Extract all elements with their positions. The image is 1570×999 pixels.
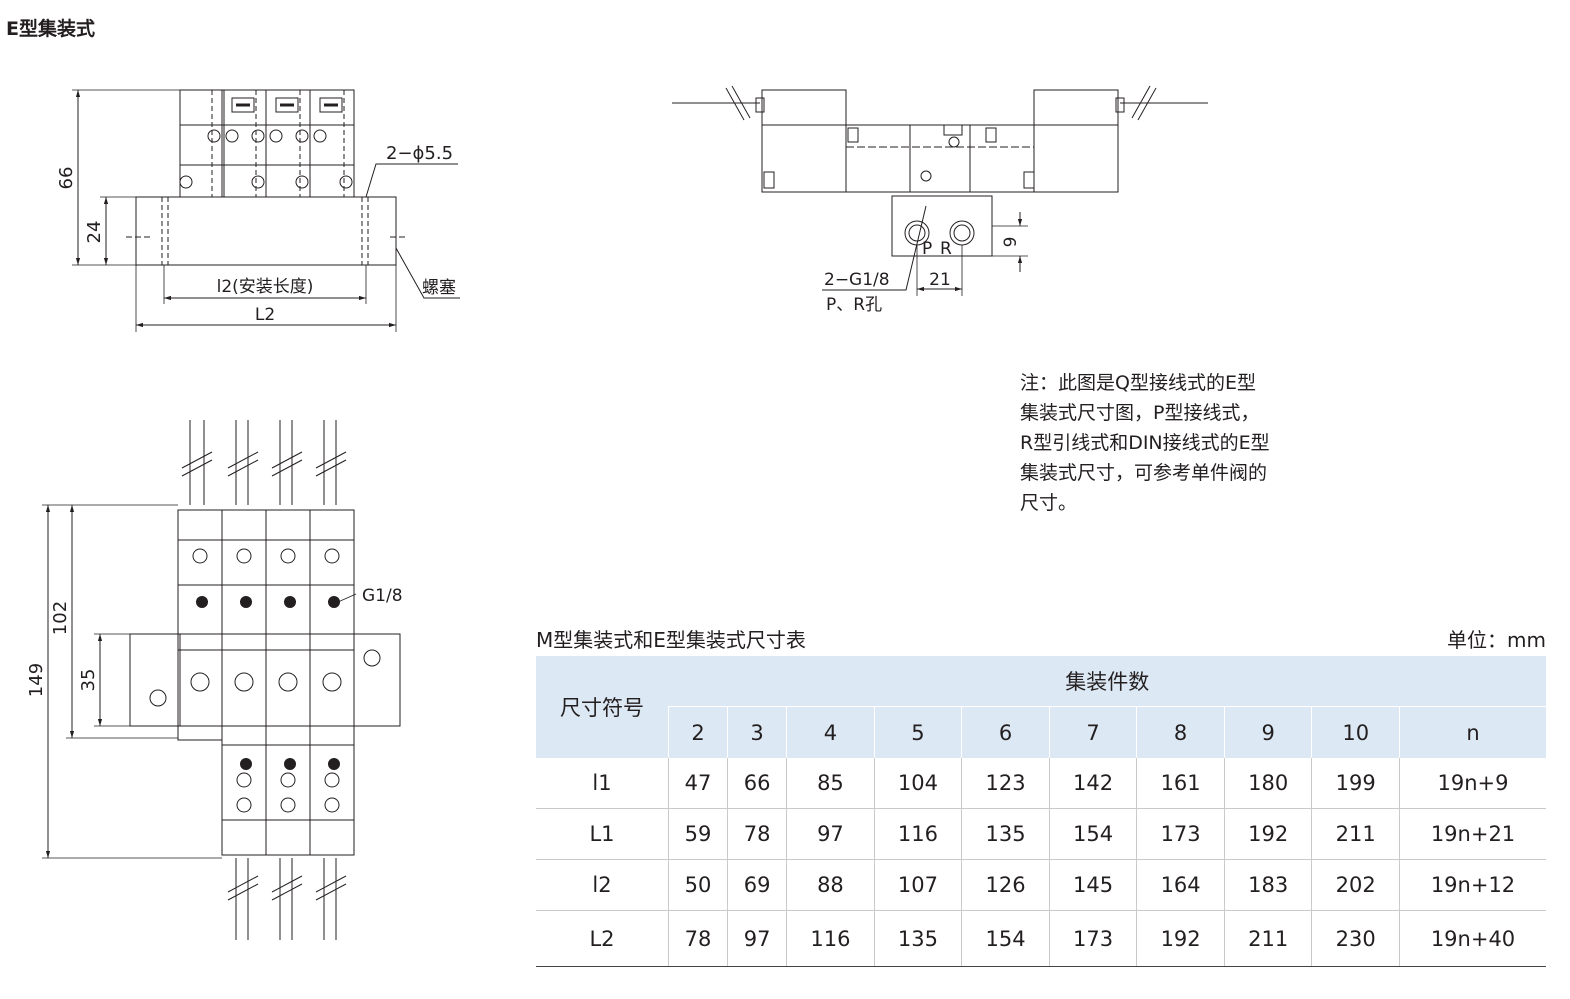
table-cell: 126 — [961, 859, 1050, 911]
symbol-header: 尺寸符号 — [536, 656, 669, 758]
dim-height-total: 66 — [56, 167, 77, 190]
table-cell: 135 — [873, 910, 962, 967]
table-row: L1 59 78 97 116 135 154 173 192 211 19n+… — [536, 808, 1546, 860]
column-header: 4 — [786, 706, 875, 758]
column-header: 9 — [1223, 706, 1312, 758]
table-cell: 142 — [1048, 758, 1137, 809]
column-header: 8 — [1136, 706, 1225, 758]
note-line: 注：此图是Q型接线式的E型 — [1020, 372, 1256, 394]
table-cell: 78 — [667, 910, 728, 967]
table-cell: 135 — [961, 808, 1050, 860]
dim-port-offset: 9 — [1001, 237, 1021, 248]
table-cell: 192 — [1136, 910, 1225, 967]
dim-hole-label: 2−ϕ5.5 — [386, 143, 453, 164]
table-cell: 154 — [1048, 808, 1137, 860]
dim-port-desc: P、R孔 — [826, 295, 882, 315]
table-cell: 50 — [667, 859, 728, 911]
table-cell: 47 — [667, 758, 728, 809]
table-cell: 123 — [961, 758, 1050, 809]
note-line: 尺寸。 — [1020, 492, 1078, 514]
table-cell: 173 — [1136, 808, 1225, 860]
table-cell: 199 — [1311, 758, 1400, 809]
table-cell: 211 — [1311, 808, 1400, 860]
dim-port-size: 2−G1/8 — [824, 270, 890, 290]
row-symbol: L2 — [536, 910, 669, 967]
row-symbol: L1 — [536, 808, 669, 860]
dimension-table: 尺寸符号 集装件数 2 3 4 5 6 7 8 9 10 n l1 47 66 … — [536, 656, 1546, 967]
dim-port-spacing: 21 — [929, 270, 951, 290]
table-unit: 单位：mm — [1447, 628, 1546, 652]
row-symbol: l2 — [536, 859, 669, 911]
front-view-drawing — [72, 89, 460, 332]
label-port-r: R — [940, 239, 952, 259]
table-cell: 161 — [1136, 758, 1225, 809]
dim-height-base: 24 — [84, 221, 105, 244]
table-cell: 104 — [873, 758, 962, 809]
column-header: n — [1399, 706, 1546, 758]
table-cell: 107 — [873, 859, 962, 911]
row-symbol: l1 — [536, 758, 669, 809]
table-cell: 230 — [1311, 910, 1400, 967]
table-cell: 78 — [727, 808, 787, 860]
dim-base-width: 35 — [78, 669, 99, 692]
column-header: 7 — [1048, 706, 1137, 758]
table-cell: 66 — [727, 758, 787, 809]
table-cell: 183 — [1223, 859, 1312, 911]
note-line: 集装式尺寸图，P型接线式， — [1020, 402, 1260, 424]
table-cell: 97 — [786, 808, 875, 860]
page-title: E型集装式 — [6, 18, 95, 40]
table-cell: 192 — [1223, 808, 1312, 860]
table-cell: 211 — [1223, 910, 1312, 967]
dim-install-length: l2(安装长度) — [217, 277, 314, 297]
table-cell: 97 — [727, 910, 787, 967]
column-header: 10 — [1311, 706, 1400, 758]
dim-body-length: 102 — [50, 601, 71, 635]
top-view-drawing — [42, 420, 401, 940]
table-cell: 202 — [1311, 859, 1400, 911]
table-cell: 145 — [1048, 859, 1137, 911]
count-group-header: 集装件数 — [668, 656, 1546, 707]
table-cell: 173 — [1048, 910, 1137, 967]
side-view-drawing — [672, 85, 1208, 296]
label-port-thread: G1/8 — [362, 586, 403, 606]
top-view-port-markers — [196, 596, 340, 770]
column-header: 3 — [727, 706, 787, 758]
label-port-p: P — [922, 239, 932, 259]
table-cell: 180 — [1223, 758, 1312, 809]
table-row: l1 47 66 85 104 123 142 161 180 199 19n+… — [536, 758, 1546, 809]
table-cell: 85 — [786, 758, 875, 809]
table-cell: 88 — [786, 859, 875, 911]
table-title: M型集装式和E型集装式尺寸表 — [536, 628, 806, 652]
note-line: R型引线式和DIN接线式的E型 — [1020, 432, 1270, 454]
table-cell: 69 — [727, 859, 787, 911]
table-row: l2 50 69 88 107 126 145 164 183 202 19n+… — [536, 859, 1546, 911]
drawing-note: 注：此图是Q型接线式的E型 集装式尺寸图，P型接线式， R型引线式和DIN接线式… — [1020, 368, 1320, 518]
column-header: 6 — [961, 706, 1050, 758]
column-header: 5 — [873, 706, 962, 758]
table-row: L2 78 97 116 135 154 173 192 211 230 19n… — [536, 910, 1546, 967]
column-header: 2 — [667, 706, 728, 758]
dim-overall-length: 149 — [26, 663, 47, 697]
dim-total-length: L2 — [255, 305, 275, 325]
label-plug: 螺塞 — [422, 278, 456, 298]
table-cell: 164 — [1136, 859, 1225, 911]
table-cell: 19n+9 — [1399, 758, 1546, 809]
table-cell: 116 — [786, 910, 875, 967]
table-cell: 19n+21 — [1399, 808, 1546, 860]
table-cell: 19n+40 — [1399, 910, 1546, 967]
table-cell: 19n+12 — [1399, 859, 1546, 911]
table-cell: 59 — [667, 808, 728, 860]
table-cell: 116 — [873, 808, 962, 860]
table-cell: 154 — [961, 910, 1050, 967]
note-line: 集装式尺寸，可参考单件阀的 — [1020, 462, 1268, 484]
